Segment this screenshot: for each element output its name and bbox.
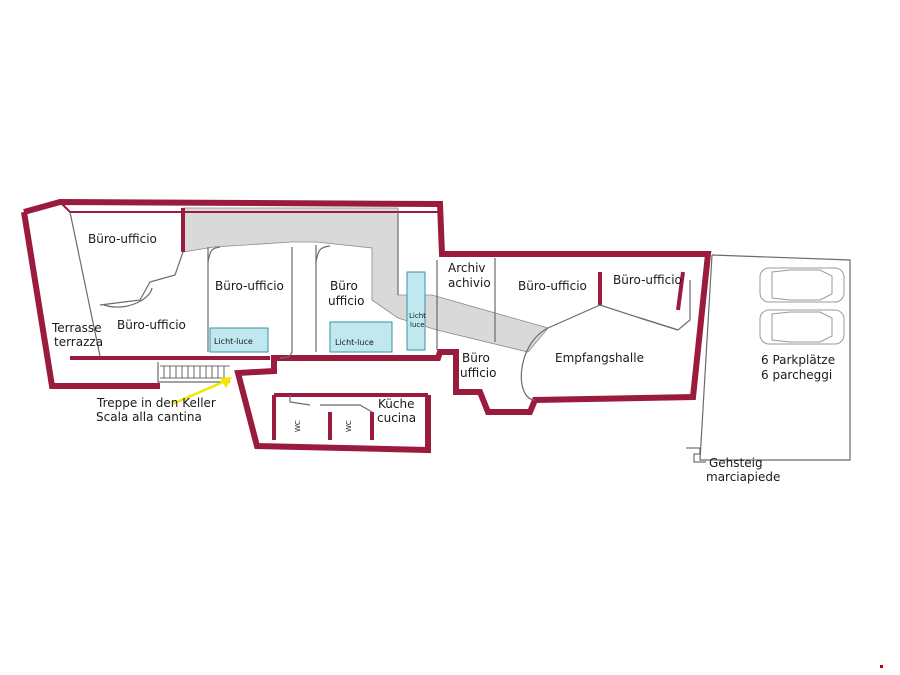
parking-label-2: 6 parcheggi bbox=[761, 368, 832, 382]
room-label-archive-1: Archiv bbox=[448, 261, 486, 275]
room-label-office-lower-2: ufficio bbox=[460, 366, 496, 380]
room-label-wc-1: WC bbox=[294, 420, 302, 432]
lightwell-center bbox=[329, 321, 393, 353]
room-label-office-left-lower: Büro-ufficio bbox=[117, 318, 186, 332]
lightwell-label-left: Licht-luce bbox=[214, 337, 253, 346]
room-label-archive-2: achivio bbox=[448, 276, 491, 290]
lightwells bbox=[209, 271, 426, 353]
parking-label-1: 6 Parkplätze bbox=[761, 353, 835, 367]
sidewalk-label-1: Gehsteig bbox=[709, 456, 763, 470]
room-label-reception: Empfangshalle bbox=[555, 351, 644, 365]
interior-walls bbox=[70, 208, 685, 440]
lightwell-label-center: Licht-luce bbox=[335, 338, 374, 347]
sidewalk-mark bbox=[686, 447, 706, 463]
room-label-office-far-right: Büro-ufficio bbox=[613, 273, 682, 287]
room-label-office-lower-1: Büro bbox=[462, 351, 490, 365]
stairs-label-2: Scala alla cantina bbox=[96, 410, 202, 424]
room-label-office-center-1: Büro bbox=[330, 279, 358, 293]
room-label-terrace-2: terrazza bbox=[54, 335, 103, 349]
lightwell-narrow bbox=[406, 271, 426, 351]
corner-marker bbox=[880, 665, 883, 668]
room-label-wc-2: WC bbox=[345, 420, 353, 432]
room-label-office-center-left: Büro-ufficio bbox=[215, 279, 284, 293]
room-label-office-top-left: Büro-ufficio bbox=[88, 232, 157, 246]
partitions bbox=[69, 211, 851, 461]
sidewalk-label-2: marciapiede bbox=[706, 470, 780, 484]
stairs-label-1: Treppe in den Keller bbox=[96, 396, 216, 410]
room-label-terrace-1: Terrasse bbox=[51, 321, 102, 335]
room-label-office-center-2: ufficio bbox=[328, 294, 364, 308]
lightwell-label-narrow-2: luce bbox=[410, 321, 425, 329]
room-label-kitchen-1: Küche bbox=[378, 397, 414, 411]
room-label-kitchen-2: cucina bbox=[377, 411, 416, 425]
stairs bbox=[160, 365, 230, 379]
parking-cars bbox=[759, 267, 845, 345]
lightwell-label-narrow-1: Licht bbox=[409, 312, 426, 320]
lightwell-left bbox=[209, 327, 269, 353]
stairs-arrow bbox=[171, 377, 232, 406]
room-label-office-right: Büro-ufficio bbox=[518, 279, 587, 293]
